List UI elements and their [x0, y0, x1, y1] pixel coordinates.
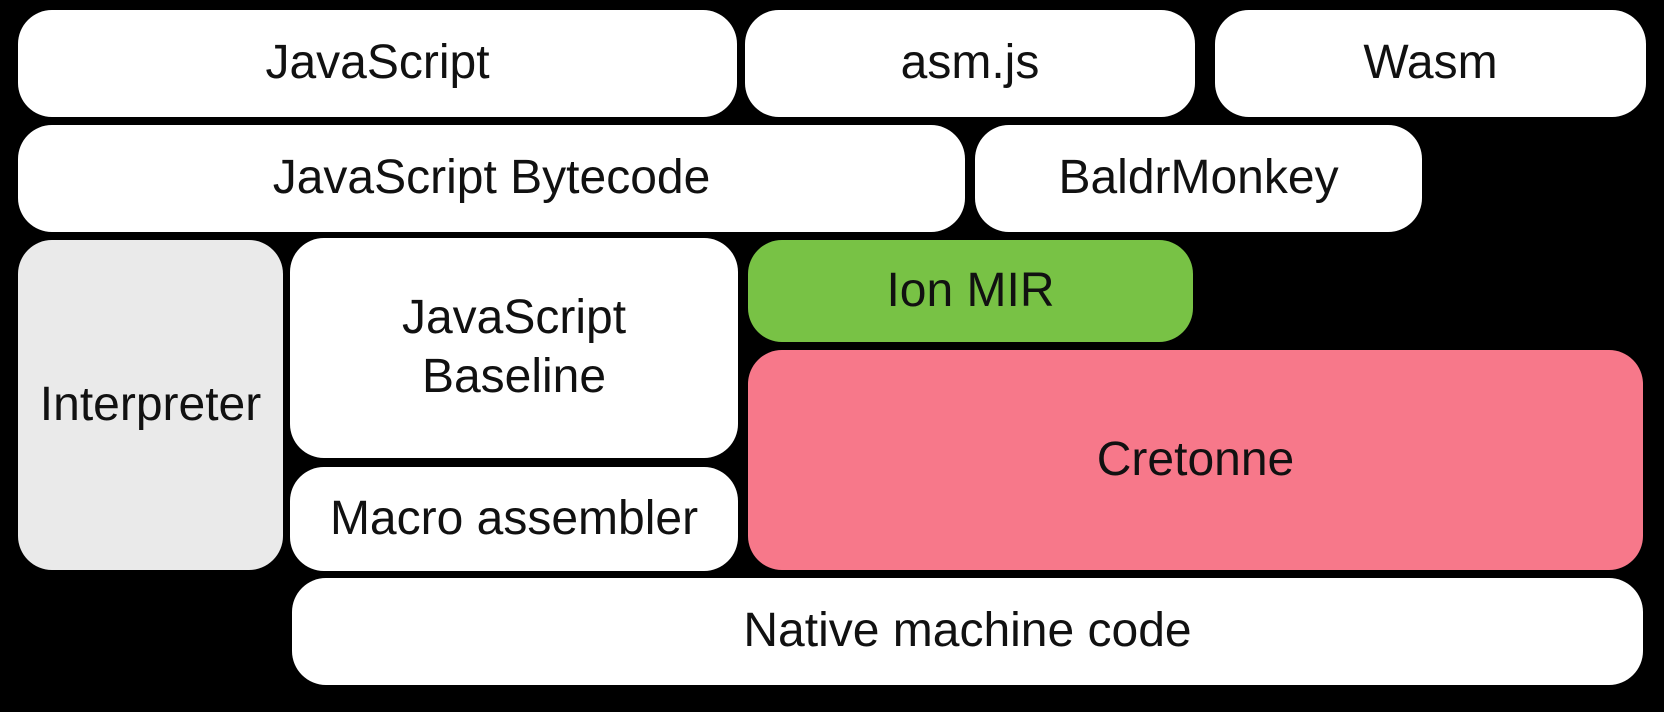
box-wasm-label: Wasm	[1363, 36, 1498, 90]
box-macro-assembler-label: Macro assembler	[329, 491, 699, 545]
box-baldrmonkey: BaldrMonkey	[975, 125, 1422, 232]
box-macro-assembler: Macro assembler	[290, 467, 738, 571]
box-interpreter-label: Interpreter	[39, 377, 262, 431]
box-asmjs-label: asm.js	[900, 36, 1040, 90]
box-cretonne-label: Cretonne	[1096, 432, 1295, 486]
box-javascript-bytecode-label: JavaScript Bytecode	[272, 151, 711, 205]
box-native-machine-code-label: Native machine code	[743, 604, 1192, 658]
box-ion-mir-label: Ion MIR	[886, 263, 1055, 317]
box-interpreter: Interpreter	[18, 240, 283, 570]
box-javascript-bytecode: JavaScript Bytecode	[18, 125, 965, 232]
box-ion-mir: Ion MIR	[748, 240, 1193, 342]
box-javascript: JavaScript	[18, 10, 737, 117]
box-javascript-baseline: JavaScript Baseline	[290, 238, 738, 458]
box-baldrmonkey-label: BaldrMonkey	[1058, 151, 1339, 205]
box-wasm: Wasm	[1215, 10, 1646, 117]
box-asmjs: asm.js	[745, 10, 1195, 117]
box-cretonne: Cretonne	[748, 350, 1643, 570]
box-javascript-label: JavaScript	[265, 36, 490, 90]
box-native-machine-code: Native machine code	[292, 578, 1643, 685]
box-javascript-baseline-label: JavaScript Baseline	[401, 291, 627, 403]
